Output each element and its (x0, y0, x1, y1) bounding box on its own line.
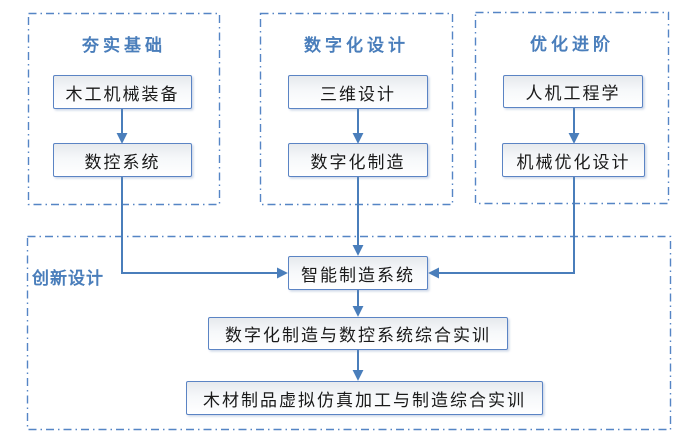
node-3d-design: 三维设计 (288, 75, 428, 109)
node-digital-cnc-comprehensive-training: 数字化制造与数控系统综合实训 (208, 317, 508, 350)
group-title-innovation: 创新设计 (32, 269, 104, 288)
node-woodworking-machinery: 木工机械装备 (53, 75, 192, 109)
node-ergonomics: 人机工程学 (503, 75, 643, 108)
node-cnc-system: 数控系统 (53, 143, 192, 177)
group-title-digital-design: 数字化设计 (304, 36, 409, 55)
group-border-digital-design (259, 12, 454, 206)
node-wood-virtual-simulation-training: 木材制品虚拟仿真加工与制造综合实训 (186, 381, 543, 415)
group-border-innovation (26, 235, 672, 431)
group-title-foundation: 夯实基础 (82, 36, 166, 55)
arrow-cnc-to-intelligent-manufacturing (121, 177, 288, 279)
group-border-optimization (474, 11, 670, 205)
node-intelligent-manufacturing-system: 智能制造系统 (288, 256, 428, 290)
node-mechanical-optimization-design: 机械优化设计 (502, 143, 645, 177)
group-title-optimization: 优化进阶 (530, 35, 614, 54)
node-digital-manufacturing: 数字化制造 (288, 143, 428, 177)
group-border-foundation (27, 12, 221, 206)
arrow-mechanical-optimization-to-intelligent-manufacturing (428, 177, 575, 279)
